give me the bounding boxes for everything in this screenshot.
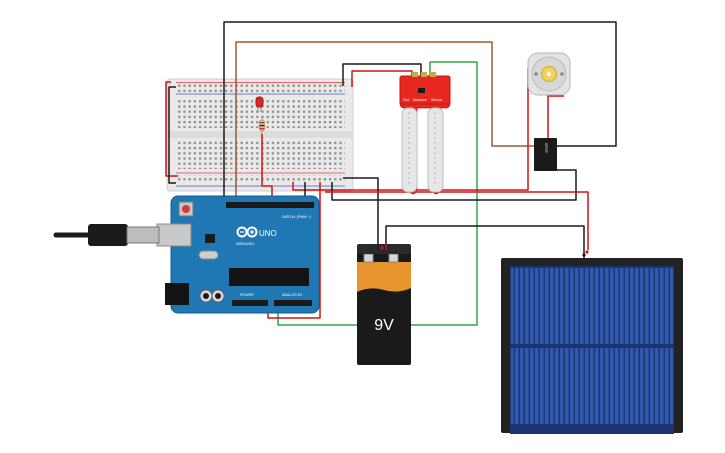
- sensor-pin: [412, 72, 418, 77]
- breadboard: [166, 78, 354, 192]
- battery-label-band: [357, 262, 411, 292]
- wires: [165, 21, 617, 326]
- usb-plug-icon: [88, 224, 128, 246]
- power-jack: [165, 283, 189, 305]
- sensor-label-out: Out: [403, 98, 409, 102]
- sensor-probe-right: [427, 107, 444, 193]
- motor-shaft-icon: [541, 66, 557, 82]
- solar-cells-top: [511, 268, 673, 344]
- reset-button-cap: [182, 205, 190, 213]
- soil-moisture-sensor[interactable]: Out Moisture Sensor: [399, 72, 451, 195]
- relay[interactable]: SPDT: [534, 138, 557, 171]
- sensor-label-moisture: Moisture: [413, 98, 427, 102]
- arduino-brand-label: ARDUINO: [236, 241, 254, 246]
- bottom-power-rail: [176, 175, 345, 183]
- battery-terminal-neg: [363, 253, 374, 263]
- wire-brown[interactable]: [235, 41, 535, 196]
- sensor-chip: [418, 88, 425, 93]
- arduino-logo-icon: [236, 226, 258, 238]
- wire-black-rail-jumper[interactable]: [168, 86, 176, 184]
- wire-red-led[interactable]: [261, 134, 273, 200]
- arduino-model-label: UNO: [259, 229, 277, 238]
- capacitor-top: [215, 293, 221, 299]
- usb-cable[interactable]: [53, 224, 160, 246]
- wire-red-rail-jumper[interactable]: [165, 81, 178, 177]
- sensor-pin: [421, 72, 427, 77]
- capacitor-top: [203, 293, 209, 299]
- analog-header-label: ANALOG IN: [282, 293, 302, 297]
- usb-chip: [205, 234, 215, 243]
- wire-black-solar[interactable]: [385, 225, 585, 258]
- atmega-chip: [229, 268, 309, 286]
- sensor-probe-left: [401, 107, 418, 193]
- battery-voltage-label: 9V: [374, 317, 394, 334]
- wire-green[interactable]: [277, 61, 478, 326]
- wire-black-top[interactable]: [223, 21, 617, 197]
- wire-black-relay[interactable]: [331, 169, 577, 201]
- solar-cells-bottom: [511, 348, 673, 424]
- resistor[interactable]: [259, 116, 265, 134]
- dc-motor[interactable]: [527, 52, 571, 96]
- wire-black-sensor[interactable]: [342, 63, 422, 86]
- red-led[interactable]: [255, 96, 264, 112]
- analog-header: [274, 300, 312, 306]
- digital-header: [226, 202, 314, 208]
- power-header-label: POWER: [240, 293, 254, 297]
- terminal-strip-bottom: [176, 141, 345, 169]
- wire-red-relay-motor[interactable]: [547, 95, 564, 138]
- wire-connectors: [377, 244, 589, 257]
- usb-connector: [126, 226, 160, 244]
- usb-port: [156, 223, 192, 247]
- center-channel: [167, 131, 353, 138]
- crystal: [198, 250, 219, 260]
- relay-label: SPDT: [544, 143, 548, 154]
- wire-black-battery[interactable]: [343, 177, 379, 244]
- sensor-pin: [430, 72, 436, 77]
- top-power-rail: [176, 84, 345, 92]
- battery-9v[interactable]: 9V: [357, 244, 411, 365]
- battery-snap: [357, 244, 411, 254]
- sensor-label-sensor: Sensor: [431, 98, 443, 102]
- led-body: [255, 96, 264, 108]
- battery-terminal-pos: [388, 253, 399, 263]
- arduino-uno[interactable]: DIGITAL (PWM ~) ARDUINO UNO POWER ANALOG…: [156, 195, 320, 314]
- digital-header-label: DIGITAL (PWM ~): [282, 215, 311, 219]
- power-header: [232, 300, 268, 306]
- solar-panel[interactable]: [501, 258, 683, 434]
